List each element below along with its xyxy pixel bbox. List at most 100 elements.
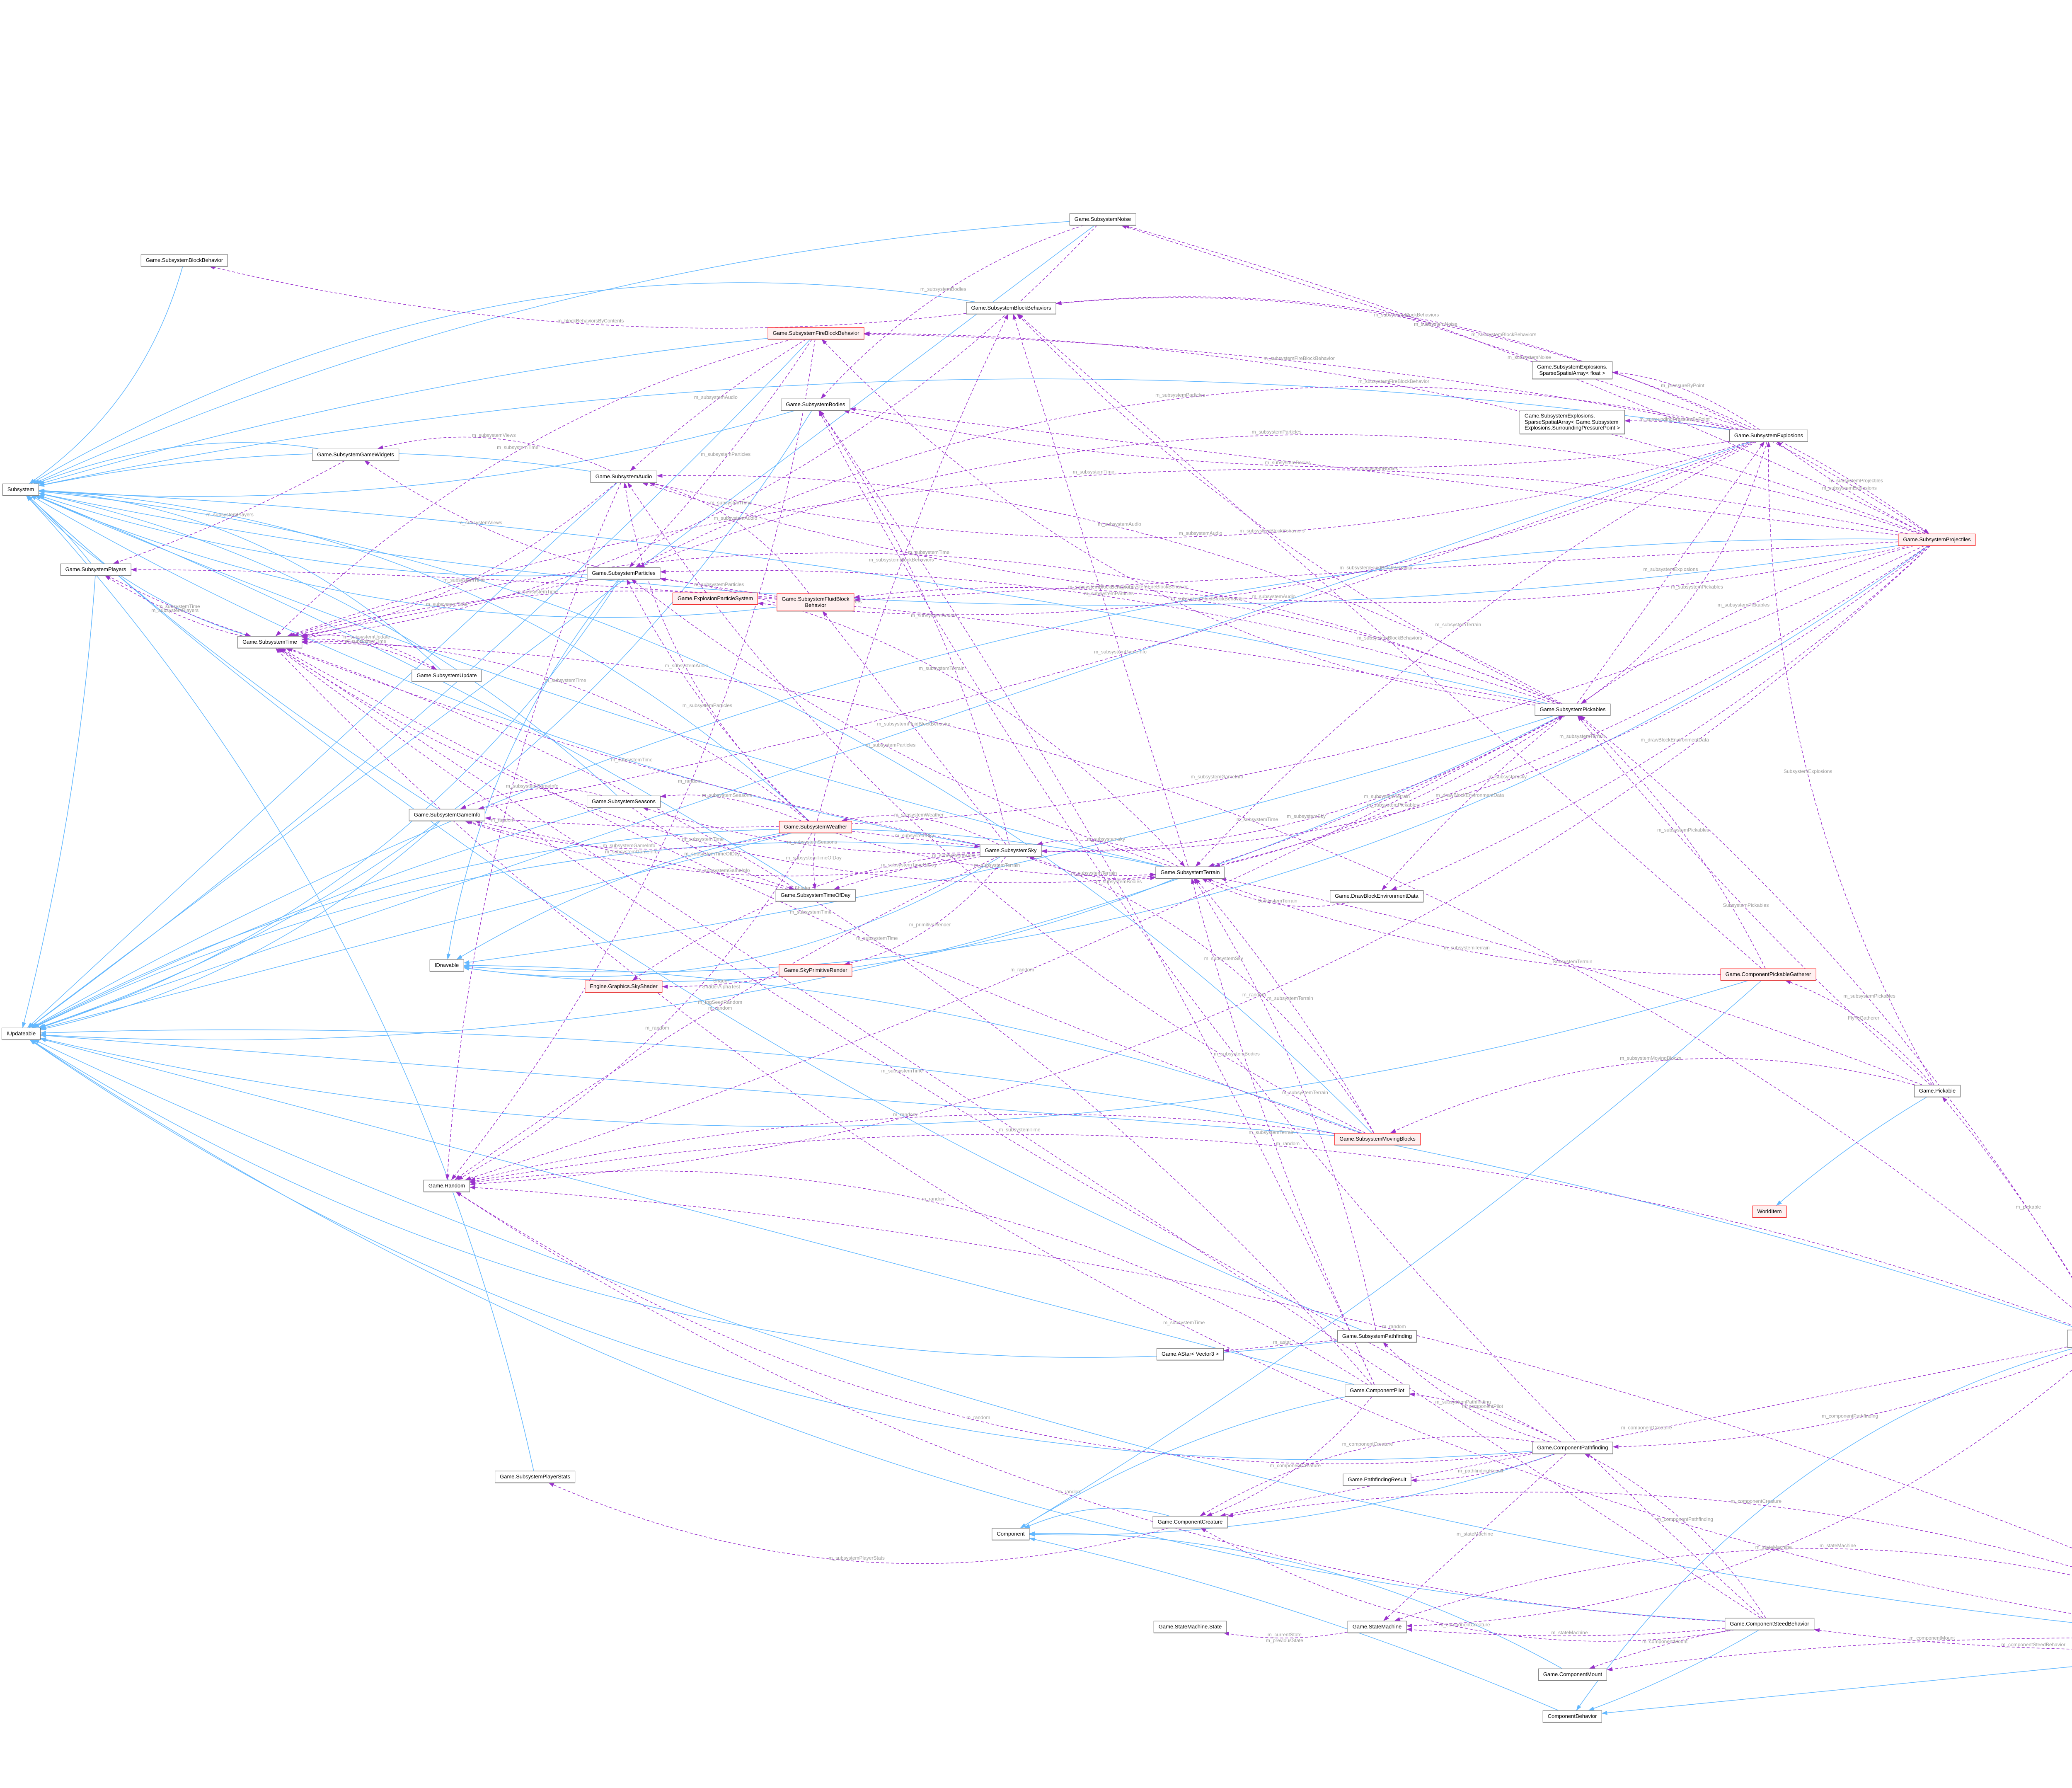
- node-state-machine[interactable]: Game.StateMachine: [1347, 1621, 1407, 1633]
- node-iupdateable[interactable]: IUpdateable: [1, 1027, 41, 1040]
- node-label: Game.SubsystemFluidBlock Behavior: [782, 596, 850, 608]
- node-subsystem-block-behavior[interactable]: Game.SubsystemBlockBehavior: [140, 254, 228, 267]
- edge-label: m_subsystemBodies: [1214, 1051, 1260, 1057]
- inheritance-edge: [40, 1033, 1335, 1136]
- usage-edge: [1814, 1628, 2072, 1650]
- node-draw-block-environment-data[interactable]: Game.DrawBlockEnvironmentData: [1330, 890, 1423, 902]
- edge-label: m_subsystemNoise: [1414, 321, 1457, 327]
- node-subsystem-pickables[interactable]: Game.SubsystemPickables: [1535, 703, 1611, 716]
- usage-edge: [819, 410, 1010, 845]
- node-subsystem-fluid-block-behavior[interactable]: Game.SubsystemFluidBlock Behavior: [777, 593, 854, 611]
- node-label: Game.SubsystemMovingBlocks: [1339, 1135, 1416, 1142]
- node-subsystem-fire-block-behavior[interactable]: Game.SubsystemFireBlockBehavior: [767, 327, 864, 339]
- node-subsystem-game-info[interactable]: Game.SubsystemGameInfo: [409, 809, 486, 821]
- inheritance-edge: [33, 841, 980, 1028]
- node-subsystem-seasons[interactable]: Game.SubsystemSeasons: [587, 795, 661, 808]
- usage-edge: [1581, 441, 1767, 704]
- usage-edge: [841, 815, 999, 845]
- node-explosion-particle-system[interactable]: Game.ExplosionParticleSystem: [672, 592, 758, 605]
- node-label: Game.ComponentMount: [1543, 1671, 1602, 1677]
- node-label: Game.SubsystemPlayers: [65, 566, 126, 572]
- usage-edge: [630, 339, 806, 471]
- inheritance-edge: [35, 495, 806, 890]
- inheritance-edge: [1029, 1531, 1562, 1669]
- node-state-machine-state[interactable]: Game.StateMachine.State: [1153, 1621, 1227, 1633]
- node-subsystem-players[interactable]: Game.SubsystemPlayers: [60, 563, 131, 576]
- node-component-creature[interactable]: Game.ComponentCreature: [1152, 1516, 1228, 1528]
- inheritance-edge: [29, 225, 1095, 1028]
- usage-edge: [474, 820, 788, 890]
- node-world-item[interactable]: WorldItem: [1752, 1205, 1787, 1218]
- node-subsystem-player-stats[interactable]: Game.SubsystemPlayerStats: [495, 1471, 575, 1483]
- edge-label: m_subsystemTerrain: [1435, 622, 1481, 627]
- node-subsystem-update[interactable]: Game.SubsystemUpdate: [411, 669, 482, 682]
- node-subsystem[interactable]: Subsystem: [2, 483, 39, 496]
- edge-label: m_subsystemFluidBlockBehavior: [1340, 565, 1413, 571]
- inheritance-edge: [30, 1039, 1338, 1358]
- node-subsystem-projectiles[interactable]: Game.SubsystemProjectiles: [1898, 533, 1976, 546]
- node-subsystem-time-of-day[interactable]: Game.SubsystemTimeOfDay: [775, 889, 856, 901]
- usage-edge: [642, 482, 1910, 603]
- node-subsystem-explosions[interactable]: Game.SubsystemExplosions: [1729, 429, 1808, 442]
- node-pathfinding-result[interactable]: Game.PathfindingResult: [1343, 1473, 1411, 1486]
- node-subsystem-bodies[interactable]: Game.SubsystemBodies: [781, 398, 850, 411]
- node-subsystem-noise[interactable]: Game.SubsystemNoise: [1069, 213, 1136, 225]
- node-sky-shader[interactable]: Engine.Graphics.SkyShader: [585, 980, 663, 993]
- edge-label: m_subsystemAudio: [665, 663, 709, 669]
- usage-edge: [455, 1191, 1725, 1622]
- edge-label: m_subsystemPlayers: [151, 607, 198, 613]
- usage-edge: [104, 575, 243, 637]
- node-label: ComponentBehavior: [1547, 1713, 1597, 1719]
- usage-edge: [1227, 1492, 2072, 1568]
- node-component-pickable-gatherer[interactable]: Game.ComponentPickableGatherer: [1720, 968, 1816, 981]
- node-label: Subsystem: [7, 486, 34, 492]
- node-sky-primitive-render[interactable]: Game.SkyPrimitiveRender: [779, 964, 852, 976]
- usage-edge: [455, 1191, 1532, 1464]
- node-subsystem-sky[interactable]: Game.SubsystemSky: [980, 844, 1042, 857]
- node-subsystem-block-behaviors[interactable]: Game.SubsystemBlockBehaviors: [966, 302, 1056, 314]
- node-component-eat-pickable-behavior[interactable]: Game.ComponentEatPickable Behavior: [2067, 1330, 2072, 1348]
- node-label: IUpdateable: [6, 1030, 36, 1037]
- edge-label: m_subsystemNoise: [1508, 354, 1551, 360]
- node-component-behavior[interactable]: ComponentBehavior: [1542, 1710, 1602, 1723]
- node-subsystem-weather[interactable]: Game.SubsystemWeather: [779, 821, 852, 833]
- node-sparse-spatial-array-float[interactable]: Game.SubsystemExplosions. SparseSpatialA…: [1532, 361, 1612, 379]
- node-subsystem-pathfinding[interactable]: Game.SubsystemPathfinding: [1337, 1330, 1417, 1342]
- usage-edge: [843, 409, 1730, 468]
- node-component[interactable]: Component: [992, 1528, 1030, 1540]
- node-component-mount[interactable]: Game.ComponentMount: [1538, 1668, 1607, 1681]
- inheritance-edge: [33, 1039, 2072, 1623]
- edge-label: m_random: [1058, 1489, 1081, 1495]
- edge-label: m_subsystemsky: [1087, 836, 1125, 842]
- usage-edge: [302, 639, 808, 821]
- node-label: Game.SubsystemNoise: [1074, 216, 1131, 222]
- usage-edge: [1581, 545, 1915, 704]
- node-sparse-spatial-array-pressure-point[interactable]: Game.SubsystemExplosions. SparseSpatialA…: [1519, 410, 1625, 434]
- node-subsystem-particles[interactable]: Game.SubsystemParticles: [587, 567, 661, 579]
- usage-edge: [1785, 980, 1933, 1085]
- node-subsystem-terrain[interactable]: Game.SubsystemTerrain: [1155, 866, 1225, 879]
- edge-label: m_subsystemSky: [1287, 814, 1326, 819]
- node-subsystem-moving-blocks[interactable]: Game.SubsystemMovingBlocks: [1334, 1133, 1421, 1145]
- edge-label: m_subsystemGameInfo: [697, 867, 750, 873]
- node-astar-vector3[interactable]: Game.AStar< Vector3 >: [1156, 1348, 1224, 1360]
- node-pickable[interactable]: Game.Pickable: [1914, 1085, 1961, 1097]
- usage-edge: [289, 552, 1559, 704]
- usage-edge: [455, 856, 999, 1180]
- node-subsystem-game-widgets[interactable]: Game.SubsystemGameWidgets: [312, 448, 399, 461]
- inheritance-edge: [33, 807, 603, 1028]
- node-component-pathfinding[interactable]: Game.ComponentPathfinding: [1532, 1442, 1613, 1454]
- node-random[interactable]: Game.Random: [423, 1180, 470, 1192]
- node-subsystem-time[interactable]: Game.SubsystemTime: [237, 636, 302, 648]
- node-idrawable[interactable]: IDrawable: [429, 959, 464, 972]
- node-component-steed-behavior[interactable]: Game.ComponentSteedBehavior: [1725, 1618, 1814, 1630]
- node-subsystem-audio[interactable]: Game.SubsystemAudio: [590, 470, 657, 483]
- usage-edge: [1223, 1631, 1348, 1638]
- edge-label: m_subsystemBodies: [1096, 879, 1142, 884]
- usage-edge: [844, 856, 1006, 965]
- edge-label: m_subsystemPlayers: [206, 512, 254, 518]
- usage-edge: [465, 715, 1562, 1180]
- node-label: Game.SubsystemExplosions. SparseSpatialA…: [1524, 412, 1620, 431]
- node-component-pilot[interactable]: Game.ComponentPilot: [1345, 1384, 1409, 1397]
